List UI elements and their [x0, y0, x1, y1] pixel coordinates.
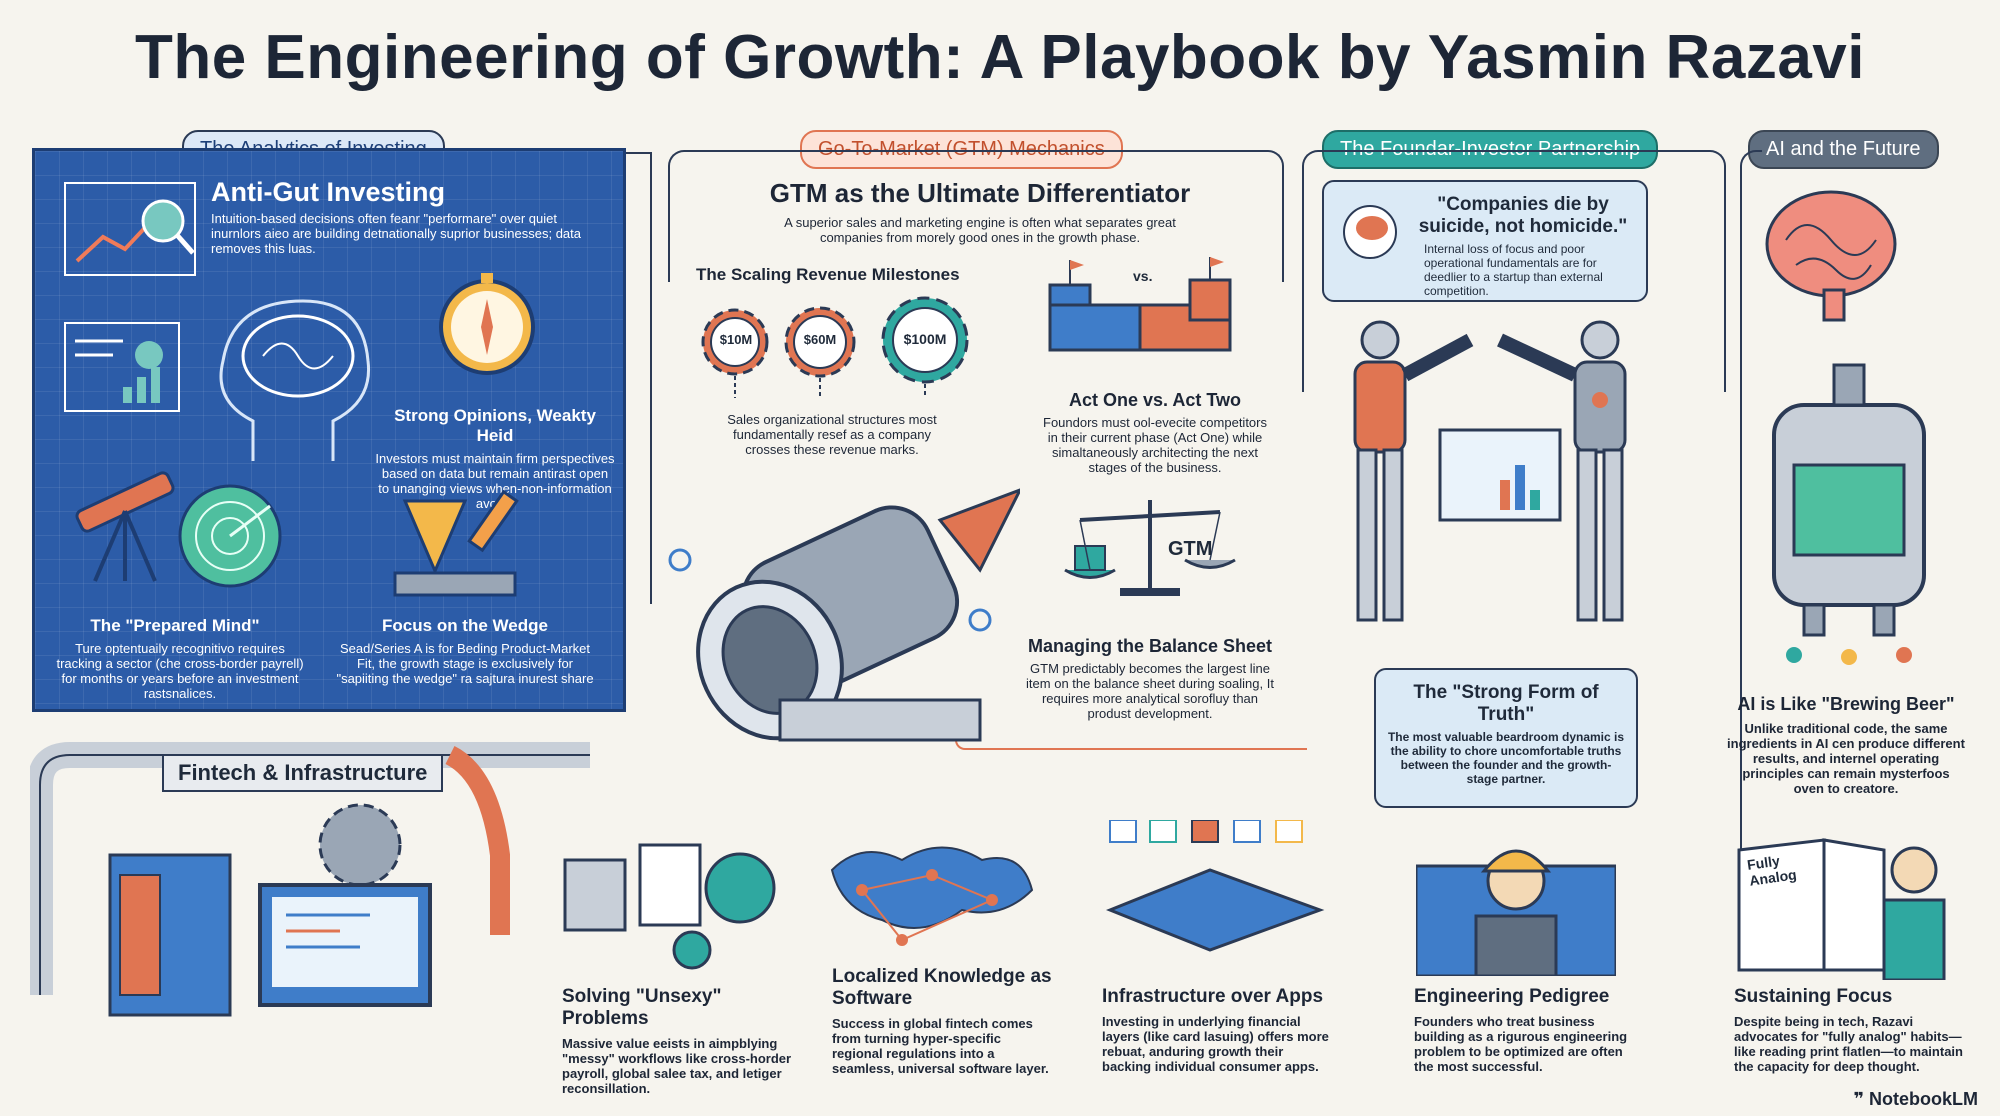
wedge-heading: Focus on the Wedge: [382, 616, 548, 635]
milestones-body: Sales organizational structures most fun…: [727, 412, 937, 457]
balance-body: GTM predictably becomes the largest line…: [1026, 661, 1274, 721]
unsexy-body: Massive value eeists in aimpblying "mess…: [562, 1036, 792, 1096]
pedigree-block: Engineering Pedigree Founders who treat …: [1414, 986, 1634, 1074]
sustaining-block: Sustaining Focus Despite being in tech, …: [1734, 986, 1964, 1074]
brewing-beer-heading: AI is Like "Brewing Beer": [1737, 694, 1955, 714]
unsexy-block: Solving "Unsexy" Problems Massive value …: [562, 986, 802, 1096]
section-gtm-label: Go-To-Market (GTM) Mechanics: [800, 130, 1123, 169]
wedge-body: Sead/Series A is for Beding Product-Mark…: [336, 641, 594, 686]
balance-scale-icon: [1064, 500, 1236, 596]
fintech-pipes-illustration: [30, 742, 590, 1017]
robot-left: [1353, 320, 1474, 622]
unsexy-heading: Solving "Unsexy" Problems: [562, 986, 722, 1029]
connector-line: [668, 150, 1284, 282]
suicide-quote-body: Internal loss of focus and poor operatio…: [1424, 242, 1603, 298]
robots-high-five-illustration: [1353, 320, 1627, 622]
brewing-tank-icon: [1772, 363, 1926, 665]
pedigree-body: Founders who treat business building as …: [1414, 1014, 1628, 1074]
documents-globe-icon: [563, 843, 776, 970]
gtm-scale-label: GTM: [1168, 538, 1213, 560]
milestones-heading: The Scaling Revenue Milestones: [696, 265, 960, 284]
prepared-mind-heading: The "Prepared Mind": [90, 616, 260, 635]
infra-body: Investing in underlying financial layers…: [1102, 1014, 1329, 1074]
brain-profile-icon: [1343, 205, 1397, 259]
strong-opinions-body: Investors must maintain firm perspective…: [375, 451, 615, 511]
dashboard-icon: [64, 322, 180, 412]
notebook-logo-icon: ❞: [1853, 1089, 1870, 1109]
compass-icon: [439, 273, 535, 375]
sustaining-body: Despite being in tech, Razavi advocates …: [1734, 1014, 1963, 1074]
act-blocks-icon: [1048, 257, 1232, 352]
magnifier-chart-icon: [64, 182, 196, 276]
brewing-beer-body: Unlike traditional code, the same ingred…: [1727, 721, 1965, 796]
radar-icon: [178, 484, 282, 588]
section-partnership-label: The Foundar-Investor Partnership: [1322, 130, 1659, 169]
engineer-hardhat-icon: [1416, 849, 1616, 976]
suicide-quote-heading: "Companies die by suicide, not homicide.…: [1418, 194, 1628, 237]
telescope-icon: [75, 471, 175, 582]
connector-line: [1740, 150, 1762, 902]
connector-line: [620, 152, 652, 604]
connector-line: [1302, 150, 1726, 392]
revenue-gears: [701, 296, 969, 398]
sustaining-heading: Sustaining Focus: [1734, 986, 1893, 1007]
brand-logo: ❞ NotebookLM: [1853, 1089, 1978, 1110]
fintech-label: Fintech & Infrastructure: [162, 754, 444, 792]
world-network-map-icon: [830, 846, 1034, 946]
robot-right: [1497, 320, 1627, 622]
section-ai-label: AI and the Future: [1748, 130, 1939, 169]
strong-truth-bubble: The "Strong Form of Truth" The most valu…: [1374, 668, 1638, 808]
brand-name: NotebookLM: [1869, 1089, 1978, 1109]
reader-book-icon: [1737, 838, 1946, 980]
dashboard-screen-icon: [1438, 428, 1562, 522]
balance-heading: Managing the Balance Sheet: [1027, 636, 1273, 656]
strong-opinions-heading: Strong Opinions, Weakty Heid: [394, 406, 596, 445]
gear-100m-label: $100M: [903, 331, 947, 347]
gear-60m-label: $60M: [803, 332, 837, 347]
infra-heading: Infrastructure over Apps: [1102, 986, 1324, 1007]
acts-body: Foundors must ool-evecite competitors in…: [1043, 415, 1267, 475]
gtm-differentiator-heading: GTM as the Ultimate Differentiator: [769, 178, 1191, 208]
page-title: The Engineering of Growth: A Playbook by…: [134, 23, 1866, 92]
pedigree-heading: Engineering Pedigree: [1414, 986, 1610, 1007]
gear-100m-icon: [881, 296, 969, 384]
versus-label: vs.: [1133, 268, 1153, 284]
rocket-engine-illustration: [668, 488, 1020, 742]
strong-truth-body: The most valuable beardroom dynamic is t…: [1387, 730, 1625, 786]
connector-line: [955, 740, 1307, 750]
infra-block: Infrastructure over Apps Investing in un…: [1102, 986, 1332, 1074]
wedge-cutter-icon: [393, 489, 519, 597]
localized-block: Localized Knowledge as Software Success …: [832, 966, 1052, 1076]
anti-gut-heading: Anti-Gut Investing: [211, 177, 445, 207]
gear-10m-label: $10M: [719, 332, 753, 347]
suicide-quote-bubble: "Companies die by suicide, not homicide.…: [1322, 180, 1648, 302]
brain-head-icon: [219, 299, 371, 461]
anti-gut-body: Intuition-based decisions often feanr "p…: [211, 211, 582, 256]
gear-60m-icon: [784, 306, 856, 378]
analytics-blueprint-panel: Anti-Gut Investing Intuition-based decis…: [32, 148, 626, 712]
localized-body: Success in global fintech comes from tur…: [832, 1016, 1049, 1076]
gear-10m-icon: [701, 308, 769, 376]
gtm-differentiator-body: A superior sales and marketing engine is…: [784, 215, 1176, 245]
infrastructure-grid-icon: [1105, 820, 1325, 952]
brain-icon: [1765, 190, 1897, 322]
prepared-mind-body: Ture optentuaily recognitivo requires tr…: [56, 641, 304, 701]
strong-truth-heading: The "Strong Form of Truth": [1413, 682, 1599, 725]
localized-heading: Localized Knowledge as Software: [832, 966, 1052, 1009]
acts-heading: Act One vs. Act Two: [1068, 390, 1242, 410]
